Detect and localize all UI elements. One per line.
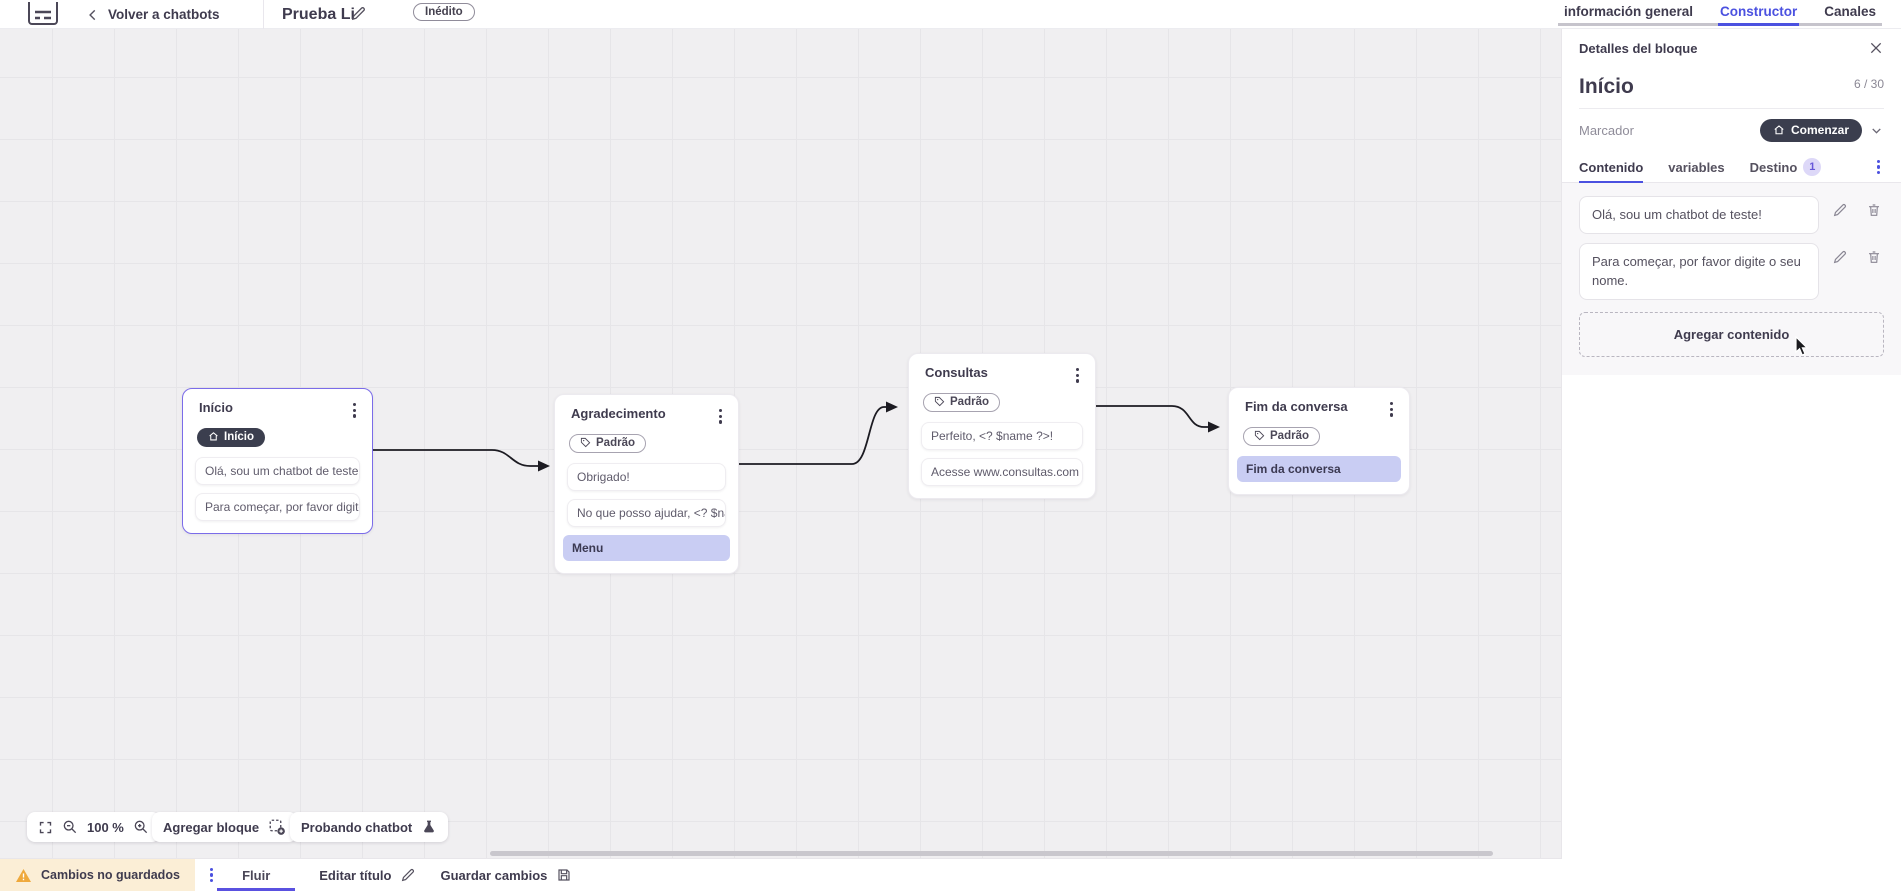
block-title: Consultas bbox=[925, 365, 988, 380]
top-tabs: información general Constructor Canales bbox=[1558, 0, 1883, 26]
zoom-level: 100 % bbox=[87, 819, 124, 835]
warning-icon bbox=[15, 868, 32, 883]
type-badge: Padrão bbox=[923, 392, 1000, 412]
delete-content-icon[interactable] bbox=[1866, 202, 1882, 218]
tab-destino[interactable]: Destino 1 bbox=[1750, 152, 1822, 182]
block-message-row[interactable]: Obrigado! bbox=[567, 462, 726, 491]
delete-content-icon[interactable] bbox=[1866, 249, 1882, 265]
block-action-row[interactable]: Fim da conversa bbox=[1237, 455, 1401, 482]
status-badge: Inédito bbox=[413, 3, 475, 21]
unsaved-changes-banner: Cambios no guardados bbox=[0, 859, 195, 891]
destino-count-badge: 1 bbox=[1803, 158, 1822, 176]
add-block-button[interactable]: Agregar bloque bbox=[152, 812, 298, 842]
tag-icon bbox=[1254, 430, 1265, 441]
block-action-row[interactable]: Menu bbox=[563, 534, 730, 561]
content-section: Olá, sou um chatbot de teste! Para começ… bbox=[1562, 183, 1901, 375]
tab-canales[interactable]: Canales bbox=[1824, 4, 1877, 19]
block-menu-icon[interactable] bbox=[1072, 365, 1083, 386]
edit-title-button[interactable]: Editar título bbox=[319, 859, 416, 891]
block-menu-icon[interactable] bbox=[715, 406, 726, 427]
chevron-left-icon bbox=[86, 8, 100, 22]
type-badge: Padrão bbox=[569, 433, 646, 453]
block-message-row[interactable]: Acesse www.consultas.com par... bbox=[921, 457, 1083, 486]
block-menu-icon[interactable] bbox=[349, 400, 360, 421]
bottom-bar: Cambios no guardados Fluir Editar título… bbox=[0, 858, 1562, 891]
marker-value-button[interactable]: Comenzar bbox=[1759, 119, 1862, 142]
add-block-icon bbox=[268, 818, 286, 836]
app-logo-icon bbox=[27, 2, 61, 27]
zoom-in-icon[interactable] bbox=[133, 819, 149, 835]
flow-canvas[interactable]: Início Início Olá, sou um chatbot de tes… bbox=[0, 29, 1562, 858]
char-counter: 6 / 30 bbox=[1853, 77, 1884, 91]
block-consultas[interactable]: Consultas Padrão Perfeito, <? $name ?>! … bbox=[908, 353, 1096, 499]
tab-contenido[interactable]: Contenido bbox=[1579, 152, 1644, 183]
flask-icon bbox=[421, 819, 437, 835]
panel-title: Detalles del bloque bbox=[1579, 40, 1698, 56]
block-title: Início bbox=[199, 400, 233, 415]
fullscreen-icon[interactable] bbox=[38, 820, 53, 835]
close-icon[interactable] bbox=[1868, 40, 1884, 56]
home-icon bbox=[1773, 124, 1785, 136]
block-title: Fim da conversa bbox=[1245, 399, 1348, 414]
topbar-divider bbox=[263, 0, 264, 29]
block-menu-icon[interactable] bbox=[1386, 399, 1397, 420]
content-item: Olá, sou um chatbot de teste! bbox=[1579, 196, 1884, 234]
zoom-controls: 100 % bbox=[27, 812, 160, 842]
block-inicio[interactable]: Início Início Olá, sou um chatbot de tes… bbox=[182, 388, 373, 534]
chevron-down-icon[interactable] bbox=[1869, 123, 1884, 138]
edit-content-icon[interactable] bbox=[1832, 202, 1848, 218]
tag-icon bbox=[934, 396, 945, 407]
panel-tabs: Contenido variables Destino 1 bbox=[1562, 152, 1901, 183]
panel-tabs-menu-icon[interactable] bbox=[1873, 157, 1884, 178]
start-badge: Início bbox=[197, 427, 266, 447]
edit-title-icon[interactable] bbox=[350, 5, 367, 22]
save-icon bbox=[556, 867, 572, 883]
tag-icon bbox=[580, 437, 591, 448]
bottombar-menu-icon[interactable] bbox=[206, 865, 217, 886]
block-message-row[interactable]: Olá, sou um chatbot de teste! bbox=[195, 456, 360, 485]
block-details-panel: Detalles del bloque Início 6 / 30 Marcad… bbox=[1562, 29, 1901, 891]
save-changes-button[interactable]: Guardar cambios bbox=[440, 859, 572, 891]
block-fim-da-conversa[interactable]: Fim da conversa Padrão Fim da conversa bbox=[1228, 387, 1410, 495]
block-agradecimento[interactable]: Agradecimento Padrão Obrigado! No que po… bbox=[554, 394, 739, 574]
tab-constructor[interactable]: Constructor bbox=[1718, 0, 1800, 26]
top-bar: Volver a chatbots Prueba Li Inédito info… bbox=[0, 0, 1901, 29]
tab-variables[interactable]: variables bbox=[1668, 159, 1725, 175]
back-label: Volver a chatbots bbox=[108, 7, 220, 22]
pencil-icon bbox=[400, 867, 416, 883]
add-content-button[interactable]: Agregar contenido bbox=[1579, 311, 1884, 357]
block-message-row[interactable]: No que posso ajudar, <? $name ... bbox=[567, 498, 726, 527]
home-icon bbox=[208, 431, 219, 442]
block-message-row[interactable]: Para começar, por favor digite o ... bbox=[195, 492, 360, 521]
back-to-chatbots-button[interactable]: Volver a chatbots bbox=[86, 0, 220, 29]
marker-label: Marcador bbox=[1579, 123, 1634, 138]
block-message-row[interactable]: Perfeito, <? $name ?>! bbox=[921, 421, 1083, 450]
block-name-field[interactable]: Início bbox=[1579, 75, 1634, 98]
zoom-out-icon[interactable] bbox=[62, 819, 78, 835]
chatbot-title: Prueba Li bbox=[282, 5, 355, 23]
flow-tab[interactable]: Fluir bbox=[217, 859, 296, 891]
content-item: Para começar, por favor digite o seu nom… bbox=[1579, 242, 1884, 300]
test-chatbot-button[interactable]: Probando chatbot bbox=[290, 812, 449, 842]
content-text[interactable]: Olá, sou um chatbot de teste! bbox=[1579, 196, 1819, 234]
edit-content-icon[interactable] bbox=[1832, 249, 1848, 265]
horizontal-scrollbar[interactable] bbox=[490, 851, 1493, 856]
connection-edges bbox=[372, 401, 1220, 472]
tab-informacion-general[interactable]: información general bbox=[1564, 4, 1694, 19]
content-text[interactable]: Para começar, por favor digite o seu nom… bbox=[1579, 242, 1819, 300]
panel-divider bbox=[1579, 108, 1884, 109]
block-title: Agradecimento bbox=[571, 406, 666, 421]
type-badge: Padrão bbox=[1243, 426, 1320, 446]
